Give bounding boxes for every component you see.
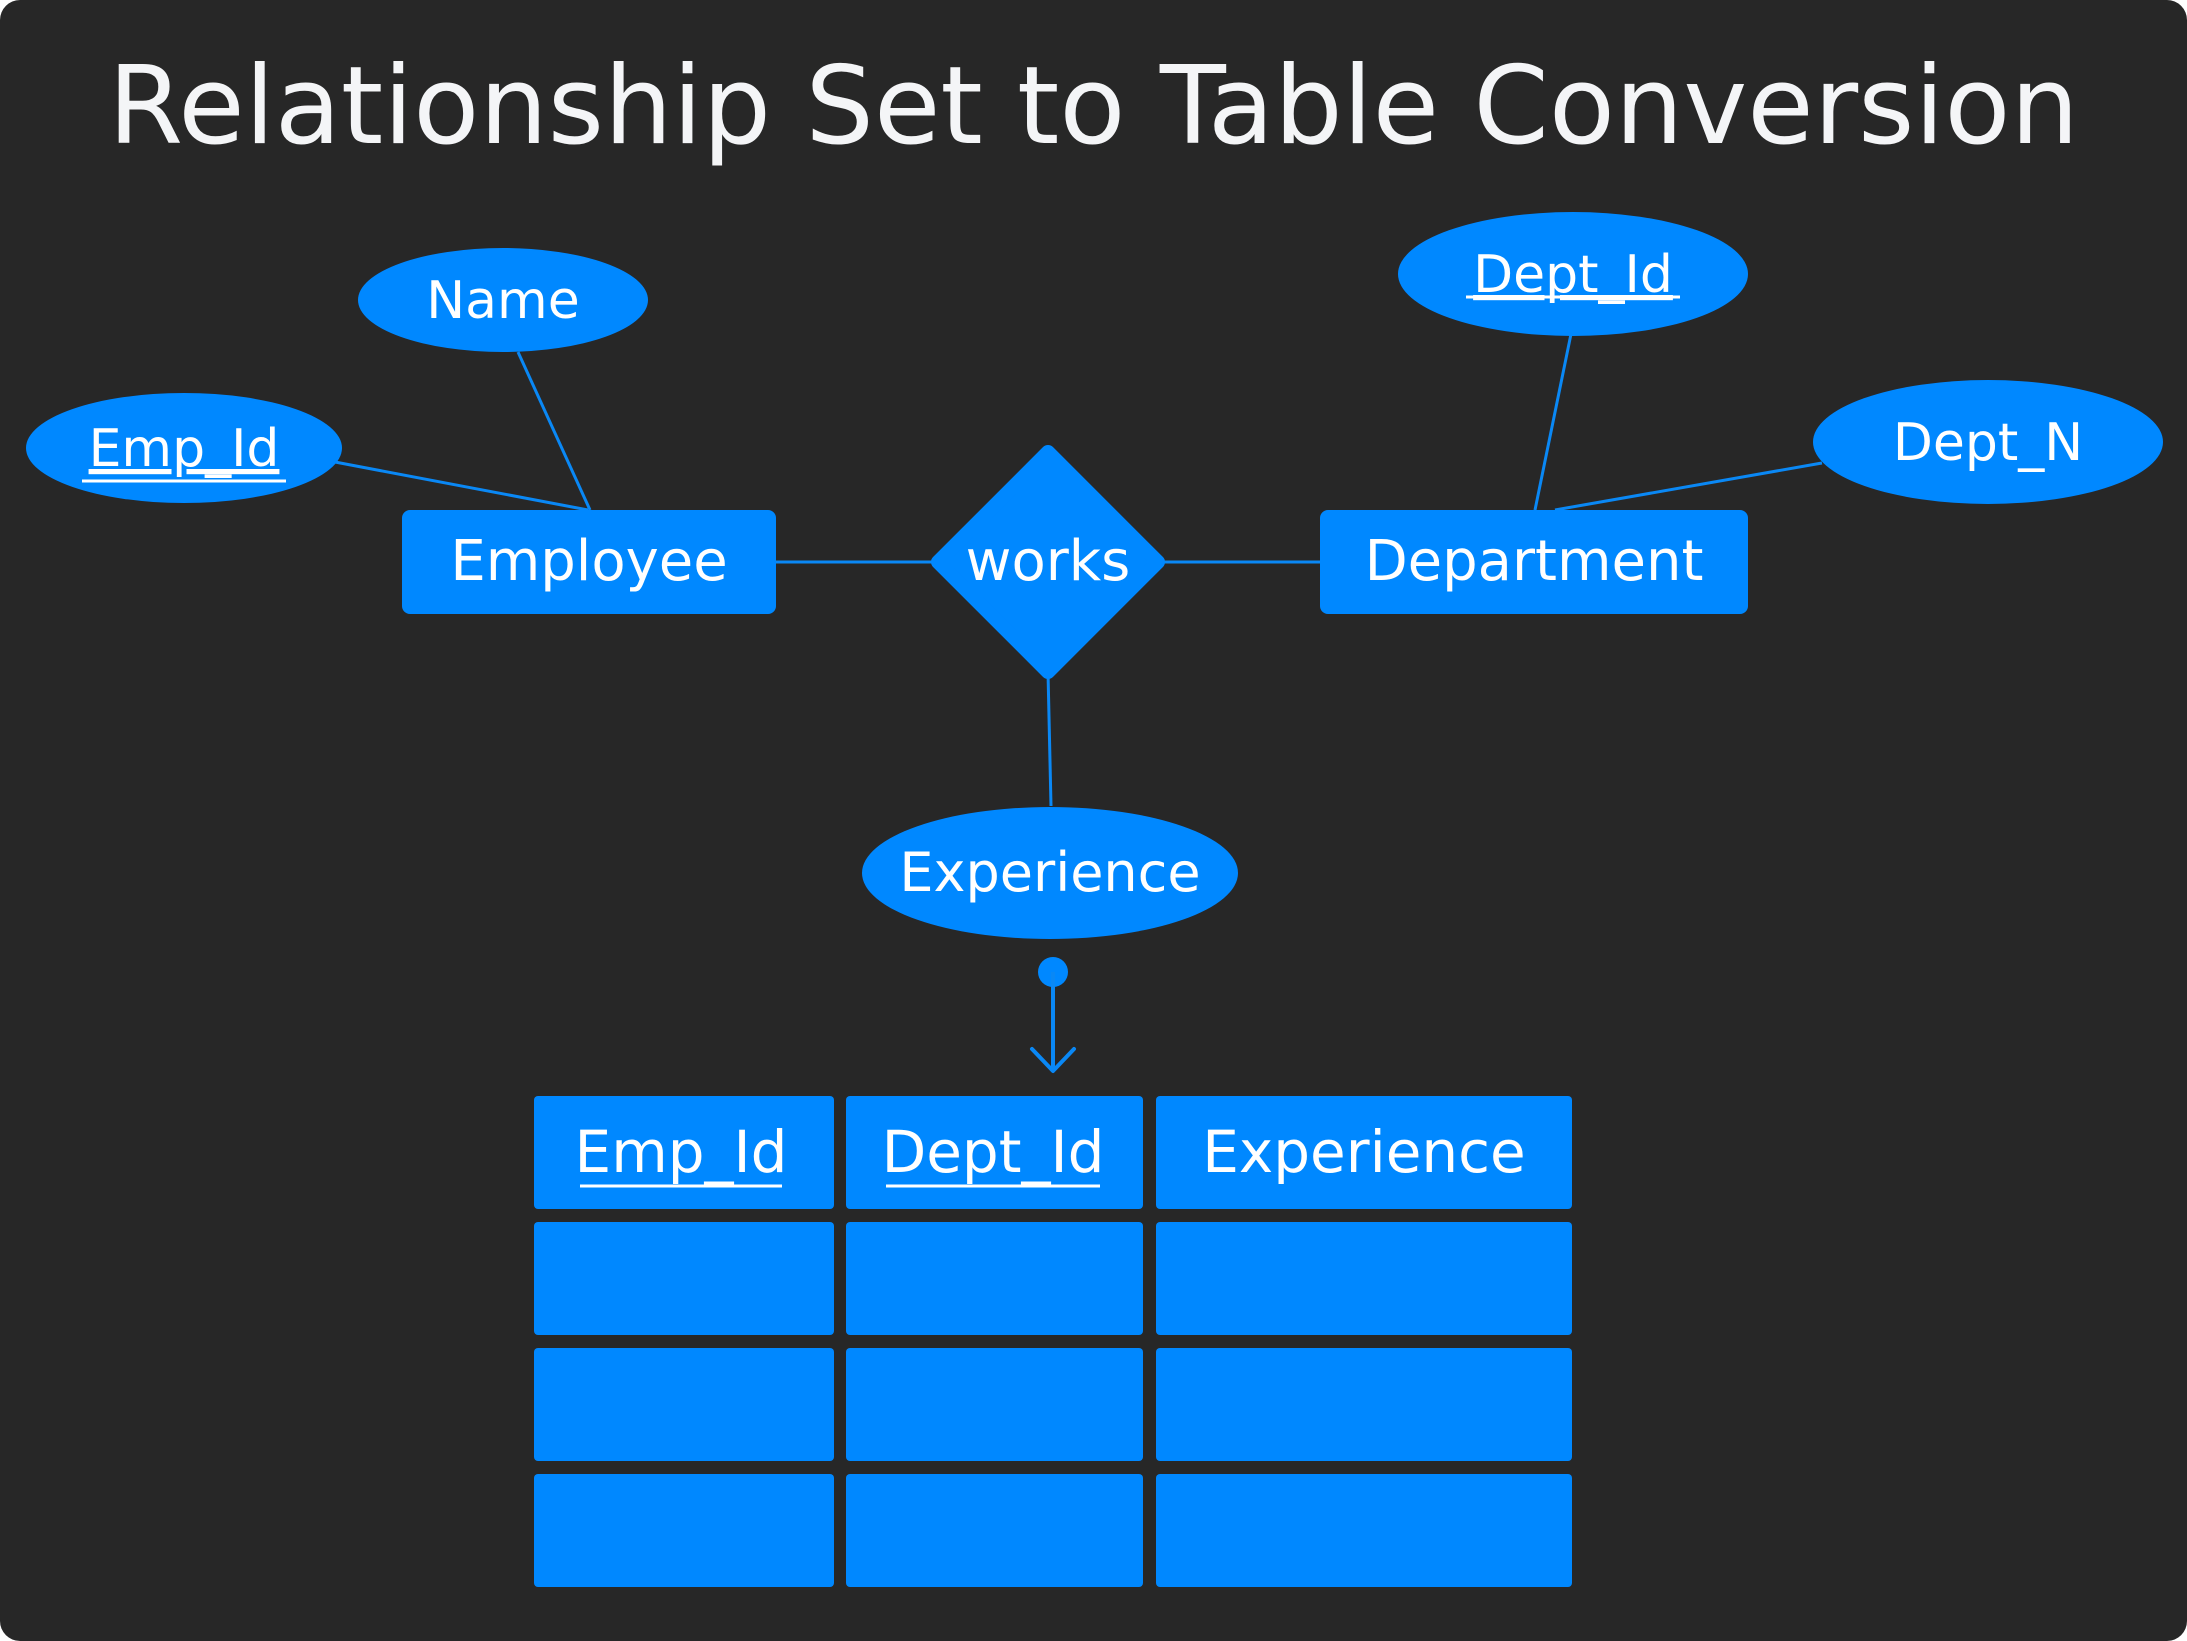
attribute-emp-id-label: Emp_Id [89,419,280,479]
works-experience-connector [1046,671,1053,807]
diagram-title: Relationship Set to Table Conversion [108,44,2079,169]
attribute-experience-label: Experience [899,841,1200,904]
relationship-works: works [931,445,1165,679]
entity-employee-label: Employee [450,529,727,594]
attribute-dept-id: Dept_Id [1398,212,1748,336]
table-cell [534,1474,834,1587]
column-header-emp-id: Emp_Id [575,1118,788,1186]
header-cell [1156,1096,1572,1209]
attribute-dept-n-label: Dept_N [1893,413,2083,473]
column-header-experience: Experience [1202,1118,1525,1186]
result-table: Emp_Id Dept_Id Experience [534,1096,1572,1587]
table-row [534,1474,1572,1587]
attribute-dept-id-label: Dept_Id [1473,245,1673,305]
attribute-experience: Experience [862,807,1238,939]
attribute-name: Name [358,248,648,352]
dept-id-connector [1533,333,1573,511]
table-cell [846,1348,1143,1461]
table-cell [846,1474,1143,1587]
dept-n-connector [1554,461,1823,512]
attribute-dept-n: Dept_N [1813,380,2163,504]
entity-employee: Employee [402,510,776,614]
header-cell [846,1096,1143,1209]
entity-department-label: Department [1365,529,1704,594]
attribute-emp-id: Emp_Id [26,393,342,503]
table-cell [534,1222,834,1335]
table-cell [846,1222,1143,1335]
header-cell [534,1096,834,1209]
table-row [534,1348,1572,1461]
table-cell [1156,1474,1572,1587]
table-cell [1156,1348,1572,1461]
emp-id-connector [334,460,589,512]
table-cell [1156,1222,1572,1335]
table-cell [534,1348,834,1461]
relationship-works-label: works [966,529,1131,594]
conversion-arrow [1030,957,1076,1073]
table-row [534,1222,1572,1335]
column-header-dept-id: Dept_Id [882,1118,1105,1186]
table-header-row: Emp_Id Dept_Id Experience [534,1096,1572,1209]
attribute-name-label: Name [426,271,579,331]
name-connector [516,351,592,511]
entity-department: Department [1320,510,1748,614]
